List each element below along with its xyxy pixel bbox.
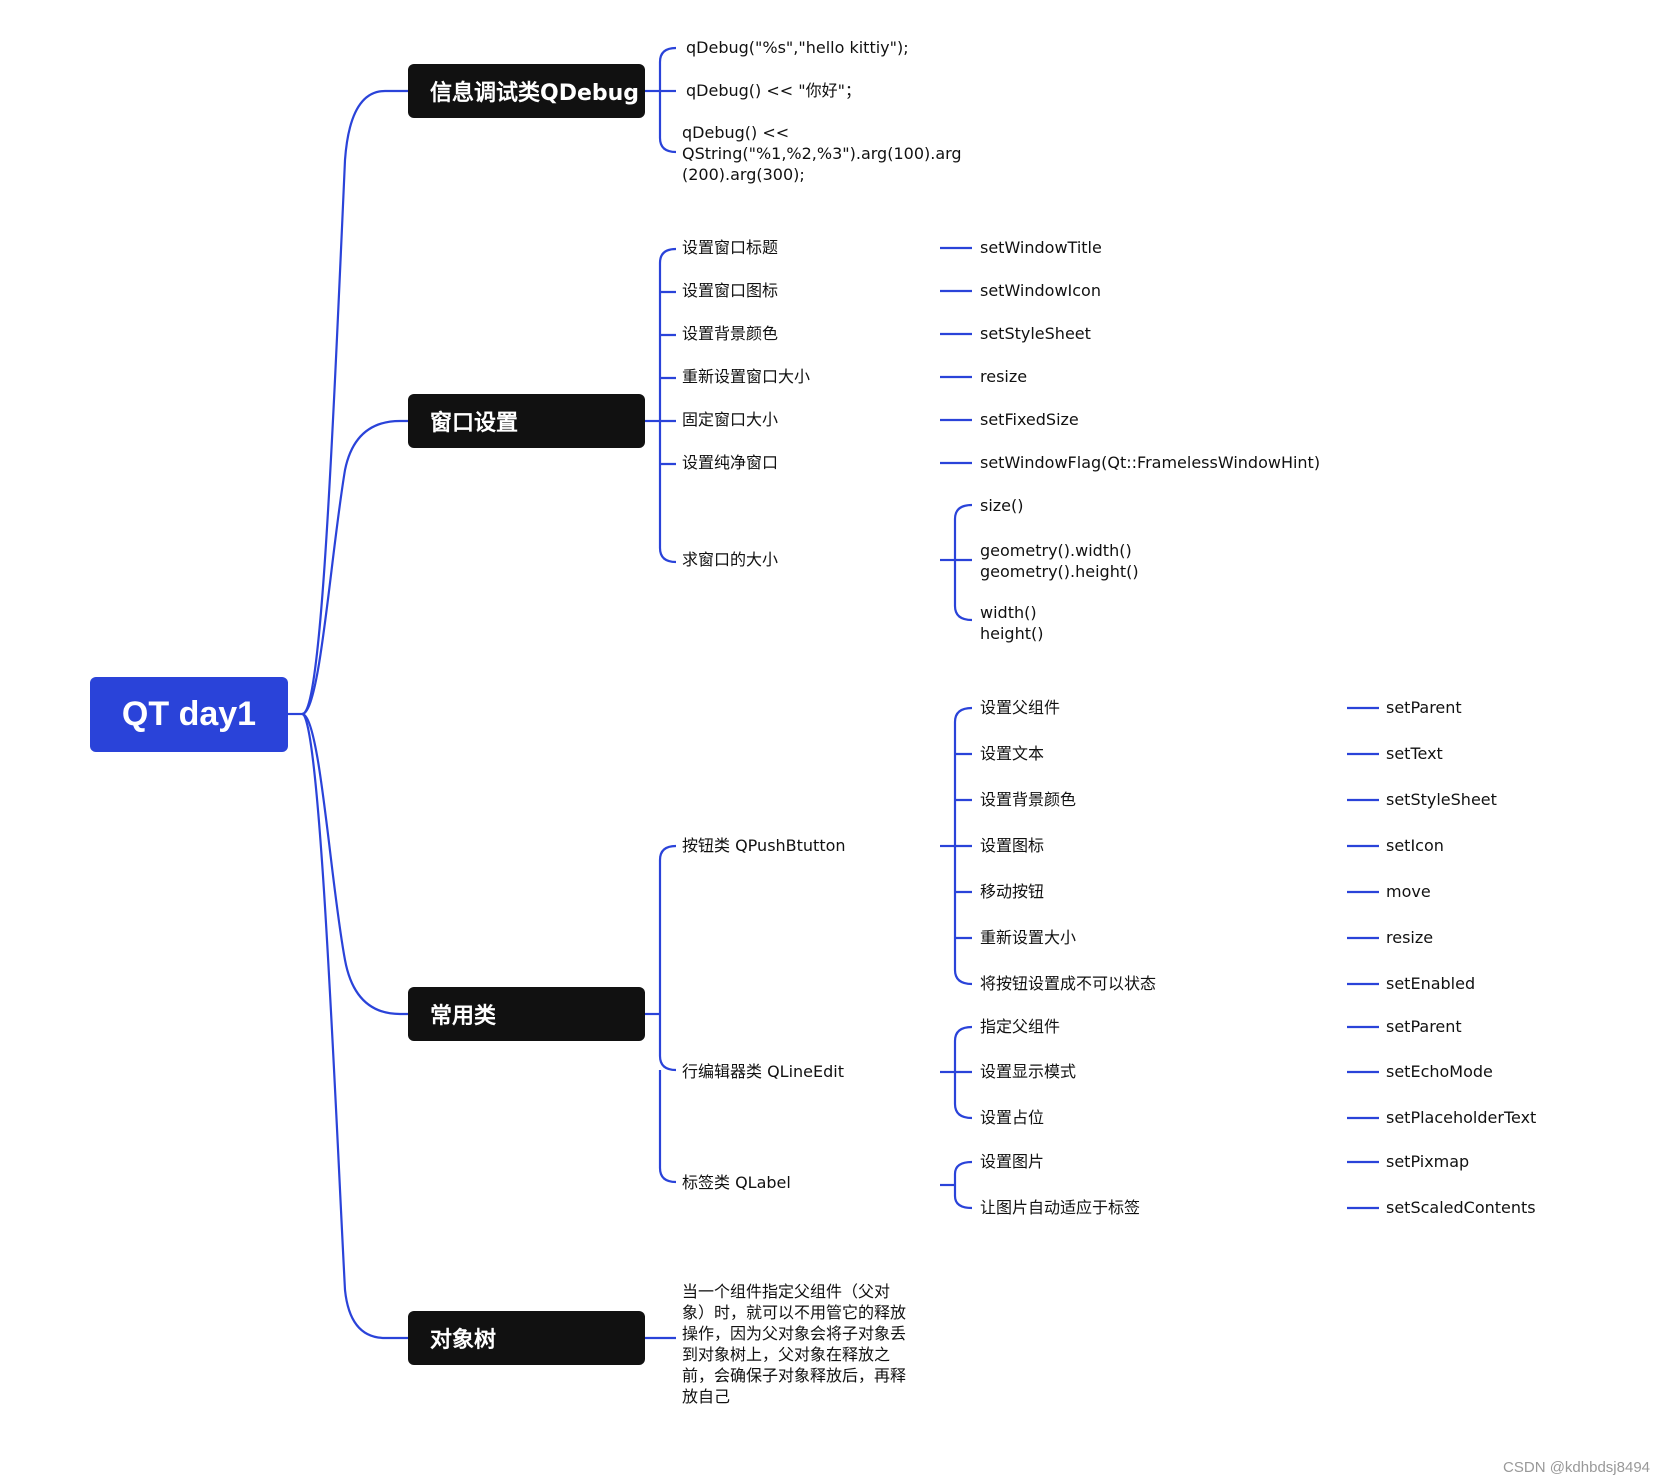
root-node: QT day1 (90, 677, 288, 752)
debug-line-1: qDebug("%s","hello kittiy"); (686, 38, 909, 57)
label-item-api: setScaledContents (1386, 1198, 1536, 1217)
button-item-api: setEnabled (1386, 974, 1476, 993)
window-item-label: 设置窗口图标 (682, 281, 779, 300)
window-item-label: 重新设置窗口大小 (682, 367, 811, 386)
button-item-label: 移动按钮 (980, 882, 1045, 901)
window-item-api: setFixedSize (980, 410, 1079, 429)
button-item-api: resize (1386, 928, 1434, 947)
button-item-label: 设置文本 (980, 744, 1045, 763)
window-item-label: 固定窗口大小 (682, 410, 779, 429)
lineedit-item-api: setParent (1386, 1017, 1462, 1036)
topic-tree: 对象树 (408, 1311, 645, 1365)
button-item-label: 将按钮设置成不可以状态 (980, 974, 1157, 993)
debug-line-2: qDebug() << "你好"； (686, 81, 861, 100)
topic-debug: 信息调试类QDebug (408, 64, 645, 118)
topic-window: 窗口设置 (408, 394, 645, 448)
window-size-api: size() (980, 496, 1024, 515)
window-item-label: 设置窗口标题 (682, 238, 779, 257)
window-item-api: resize (980, 367, 1028, 386)
lineedit-item-api: setPlaceholderText (1386, 1108, 1537, 1127)
button-class-label: 按钮类 QPushBtutton (682, 836, 846, 855)
label-class-label: 标签类 QLabel (682, 1173, 791, 1192)
button-item-api: setParent (1386, 698, 1462, 717)
lineedit-item-label: 指定父组件 (980, 1017, 1061, 1036)
button-item-api: setStyleSheet (1386, 790, 1497, 809)
button-item-api: setIcon (1386, 836, 1444, 855)
debug-line-3: qDebug() << QString("%1,%2,%3").arg(100)… (682, 123, 962, 184)
button-item-label: 设置图标 (980, 836, 1045, 855)
topic-common: 常用类 (408, 987, 645, 1041)
window-item-api: setWindowIcon (980, 281, 1101, 300)
window-item-label: 设置背景颜色 (682, 324, 779, 343)
window-size-label: 求窗口的大小 (682, 550, 779, 569)
label-item-label: 让图片自动适应于标签 (980, 1198, 1141, 1217)
window-item-api: setWindowTitle (980, 238, 1102, 257)
button-item-api: setText (1386, 744, 1443, 763)
label-item-label: 设置图片 (980, 1152, 1045, 1171)
window-size-api: width() height() (980, 603, 1044, 643)
window-size-api: geometry().width() geometry().height() (980, 541, 1139, 581)
watermark: CSDN @kdhbdsj8494 (1503, 1459, 1650, 1476)
window-item-api: setWindowFlag(Qt::FramelessWindowHint) (980, 453, 1321, 472)
lineedit-class-label: 行编辑器类 QLineEdit (682, 1062, 845, 1081)
lineedit-item-api: setEchoMode (1386, 1062, 1493, 1081)
lineedit-item-label: 设置显示模式 (980, 1062, 1077, 1081)
lineedit-item-label: 设置占位 (980, 1108, 1045, 1127)
window-item-label: 设置纯净窗口 (682, 453, 779, 472)
window-item-api: setStyleSheet (980, 324, 1091, 343)
object-tree-description: 当一个组件指定父组件（父对 象）时，就可以不用管它的释放 操作，因为父对象会将子… (682, 1282, 907, 1406)
button-item-label: 重新设置大小 (980, 928, 1077, 947)
button-item-label: 设置背景颜色 (980, 790, 1077, 809)
button-item-label: 设置父组件 (980, 698, 1061, 717)
button-item-api: move (1386, 882, 1431, 901)
label-item-api: setPixmap (1386, 1152, 1470, 1171)
